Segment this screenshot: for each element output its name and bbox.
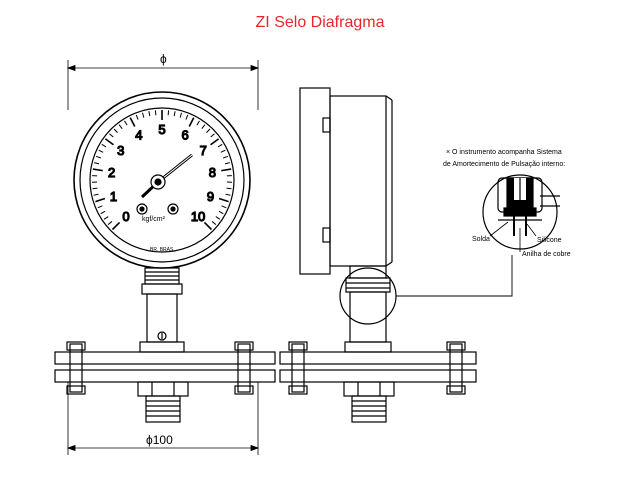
dial-minor-tick: [185, 114, 189, 120]
front-socket: [141, 267, 183, 343]
dial-minor-tick: [206, 128, 211, 133]
dial-scale-number: 0: [122, 209, 129, 224]
dial-minor-tick: [103, 216, 109, 220]
gauge-pointer: [140, 153, 193, 199]
dial-minor-tick: [148, 111, 151, 117]
dial-minor-tick: [92, 187, 98, 190]
dial-knob-right: [167, 203, 179, 215]
callout-anilha: Anilha de cobre: [522, 251, 571, 258]
dial-major-tick: [111, 221, 121, 231]
dial-minor-tick: [95, 155, 102, 159]
dial-major-tick: [129, 117, 136, 127]
note-line-1: × O instrumento acompanha Sistema: [446, 149, 562, 156]
dial-minor-tick: [107, 221, 113, 226]
dial-minor-tick: [221, 205, 227, 209]
dial-major-tick: [188, 117, 195, 127]
dial-minor-tick: [179, 112, 183, 118]
dial-scale-number: 9: [207, 189, 214, 204]
dial-minor-tick: [224, 162, 230, 165]
dial-scale-number: 8: [209, 165, 216, 180]
top-dimension-label: ϕ: [160, 52, 167, 66]
dial-scale-number: 3: [117, 143, 124, 158]
dial-minor-tick: [217, 143, 223, 148]
dial-major-tick: [92, 168, 103, 172]
dial-minor-tick: [196, 120, 200, 126]
front-view: 01 234 5 678 910: [54, 60, 276, 455]
side-case: [299, 87, 331, 275]
dial-major-tick: [95, 197, 106, 203]
side-view: [279, 87, 513, 423]
dial-minor-tick: [141, 112, 145, 118]
dial-minor-tick: [124, 120, 128, 126]
dial-minor-tick: [222, 155, 229, 159]
dial-minor-tick: [109, 133, 114, 138]
callout-solda: Solda: [472, 236, 490, 243]
dial-minor-tick: [218, 210, 224, 215]
dial-scale-number: 5: [158, 122, 165, 137]
dial-minor-tick: [93, 193, 99, 196]
dial-minor-tick: [225, 193, 231, 196]
dial-major-tick: [218, 197, 229, 203]
dial-scale-number: 1: [110, 189, 117, 204]
front-thread: [145, 395, 181, 423]
dial-minor-tick: [100, 210, 106, 215]
dial-minor-tick: [201, 124, 206, 129]
dial-scale-number: 4: [135, 128, 142, 143]
dial-minor-tick: [135, 114, 139, 120]
dial-minor-tick: [215, 216, 221, 220]
dial-minor-tick: [226, 187, 232, 190]
top-dimension-line: [66, 60, 260, 110]
dial-numbers: 01 234 5 678 910: [107, 121, 216, 224]
dial-minor-tick: [211, 221, 217, 226]
dial-scale-number: 10: [191, 209, 205, 224]
dial-minor-tick: [210, 133, 215, 138]
dial-minor-tick: [101, 143, 107, 148]
dial-minor-tick: [98, 149, 104, 153]
dial-minor-tick: [97, 205, 103, 209]
dial-knob-left: [136, 203, 148, 215]
dial-scale-number: 2: [108, 165, 115, 180]
dial-major-tick: [221, 168, 232, 172]
gauge-dial: [89, 107, 235, 253]
dial-major-tick: [203, 221, 213, 231]
unit-label: kgf/cm²: [142, 216, 166, 223]
dial-minor-tick: [220, 149, 226, 153]
detail-leader: [396, 255, 513, 297]
dial-minor-tick: [113, 128, 118, 133]
dial-major-tick: [104, 138, 114, 146]
dial-scale-number: 6: [182, 128, 189, 143]
dial-minor-tick: [173, 111, 176, 117]
bottom-dimension-label: ϕ100: [146, 433, 173, 447]
damper-detail: [482, 174, 560, 252]
maker-label: BR. BRAS.: [150, 247, 175, 253]
detail-marker-circle: [339, 267, 397, 325]
bottom-dimension-line: [66, 382, 260, 455]
dial-minor-tick: [118, 124, 123, 129]
dial-scale-number: 7: [200, 143, 207, 158]
callout-silicone: Silicone: [537, 237, 562, 244]
note-line-2: de Amortecimento de Pulsação interno:: [443, 161, 565, 168]
page-title: ZI Selo Diafragma: [255, 14, 385, 31]
dial-ticks: [92, 110, 232, 231]
dial-minor-tick: [94, 162, 100, 165]
front-flange: [54, 341, 276, 397]
dial-major-tick: [210, 138, 220, 146]
